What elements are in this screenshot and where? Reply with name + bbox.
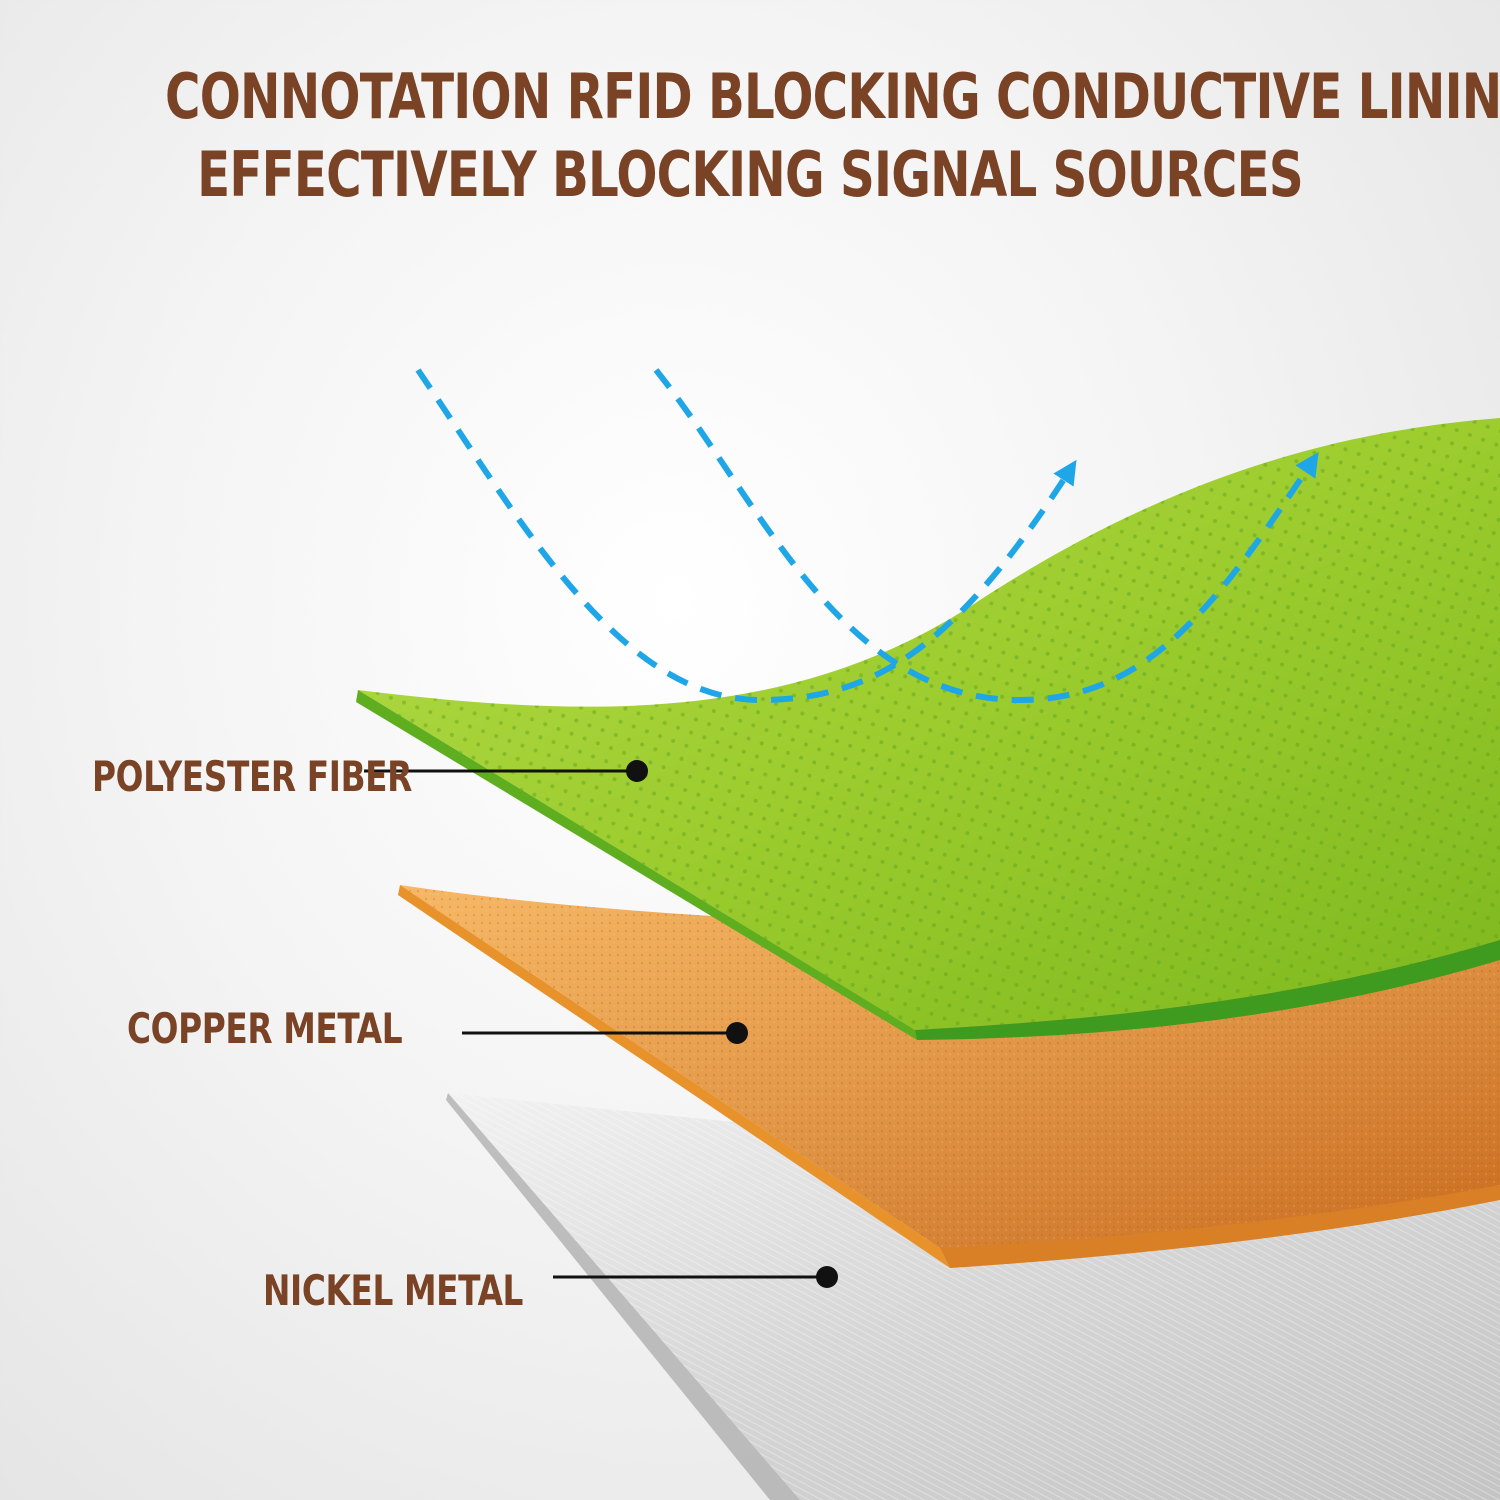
polyester-layer (356, 418, 1500, 1040)
layer-label-nickel: NICKEL METAL (263, 1266, 524, 1315)
signal-arrow-icon (415, 368, 1077, 704)
leader-nickel (553, 1266, 838, 1288)
title-line-1: CONNOTATION RFID BLOCKING CONDUCTIVE LIN… (165, 60, 1500, 133)
layer-label-copper: COPPER METAL (127, 1004, 403, 1053)
title-line-2: EFFECTIVELY BLOCKING SIGNAL SOURCES (197, 138, 1304, 211)
signal-arrow-icon (653, 368, 1319, 704)
page-title: CONNOTATION RFID BLOCKING CONDUCTIVE LIN… (165, 58, 1500, 214)
leader-polyester (364, 760, 648, 782)
leader-copper (462, 1022, 748, 1044)
layer-label-polyester: POLYESTER FIBER (92, 752, 412, 801)
